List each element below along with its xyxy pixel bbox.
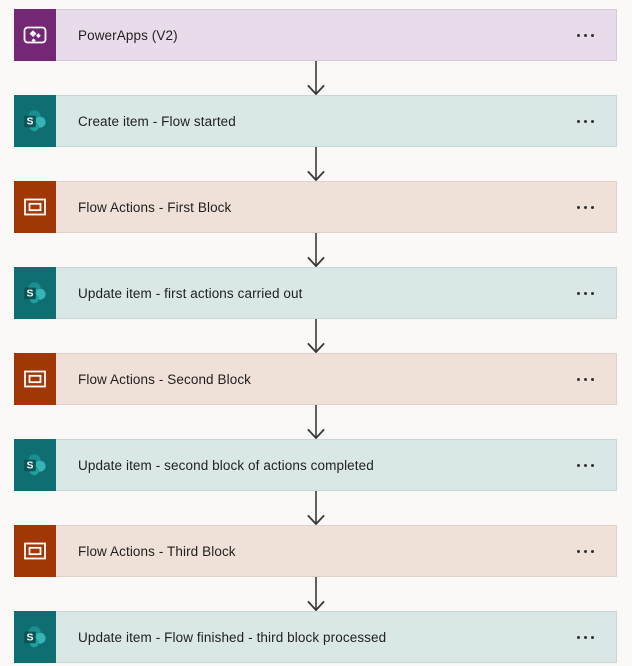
flow-node-menu-button[interactable]	[554, 354, 616, 404]
flow-node-flow-actions-first-block[interactable]: Flow Actions - First Block	[14, 181, 617, 233]
connector-arrow-1	[300, 61, 332, 99]
menu-dot	[576, 463, 580, 467]
flow-node-title: Update item - first actions carried out	[78, 285, 303, 301]
connector-arrow-3	[300, 233, 332, 271]
flow-node-menu-button[interactable]	[554, 440, 616, 490]
flow-node-flow-actions-second-block[interactable]: Flow Actions - Second Block	[14, 353, 617, 405]
connector-arrow-6	[300, 491, 332, 529]
menu-dot	[590, 119, 594, 123]
menu-dot	[576, 205, 580, 209]
menu-dot	[583, 549, 587, 553]
menu-dot	[590, 635, 594, 639]
flow-node-title: Update item - second block of actions co…	[78, 457, 374, 473]
menu-dot	[583, 377, 587, 381]
menu-dot	[576, 119, 580, 123]
menu-dot	[576, 291, 580, 295]
flow-node-title: Flow Actions - Second Block	[78, 371, 252, 387]
svg-text:S: S	[26, 459, 33, 471]
svg-text:S: S	[26, 115, 33, 127]
connector-arrow-2	[300, 147, 332, 185]
sharepoint-icon: S	[14, 267, 56, 319]
menu-dot	[590, 291, 594, 295]
flow-node-create-item-flow-started[interactable]: S Create item - Flow started	[14, 95, 617, 147]
scope-control-icon	[14, 525, 56, 577]
menu-dot	[590, 33, 594, 37]
powerapps-icon	[14, 9, 56, 61]
flow-node-update-item-first-actions[interactable]: S Update item - first actions carried ou…	[14, 267, 617, 319]
menu-dot	[590, 205, 594, 209]
connector-arrow-5	[300, 405, 332, 443]
connector-arrow-7	[300, 577, 332, 615]
flow-node-powerapps-v2[interactable]: PowerApps (V2)	[14, 9, 617, 61]
sharepoint-icon: S	[14, 439, 56, 491]
scope-control-icon	[14, 181, 56, 233]
flow-node-title: Flow Actions - First Block	[78, 199, 232, 215]
flow-node-update-item-flow-finished[interactable]: S Update item - Flow finished - third bl…	[14, 611, 617, 663]
menu-dot	[590, 463, 594, 467]
connector-arrow-4	[300, 319, 332, 357]
menu-dot	[583, 119, 587, 123]
flow-node-title: PowerApps (V2)	[78, 27, 178, 43]
flow-node-menu-button[interactable]	[554, 268, 616, 318]
flow-node-menu-button[interactable]	[554, 182, 616, 232]
svg-text:S: S	[26, 287, 33, 299]
flow-node-menu-button[interactable]	[554, 526, 616, 576]
menu-dot	[576, 549, 580, 553]
menu-dot	[583, 635, 587, 639]
flow-node-title: Create item - Flow started	[78, 113, 236, 129]
flow-node-title: Update item - Flow finished - third bloc…	[78, 629, 387, 645]
menu-dot	[583, 205, 587, 209]
flow-node-title: Flow Actions - Third Block	[78, 543, 236, 559]
menu-dot	[583, 33, 587, 37]
menu-dot	[576, 635, 580, 639]
menu-dot	[576, 33, 580, 37]
menu-dot	[590, 549, 594, 553]
flow-node-menu-button[interactable]	[554, 612, 616, 662]
flow-node-menu-button[interactable]	[554, 96, 616, 146]
sharepoint-icon: S	[14, 611, 56, 663]
menu-dot	[583, 291, 587, 295]
svg-text:S: S	[26, 631, 33, 643]
flow-node-flow-actions-third-block[interactable]: Flow Actions - Third Block	[14, 525, 617, 577]
menu-dot	[590, 377, 594, 381]
flow-node-menu-button[interactable]	[554, 10, 616, 60]
menu-dot	[583, 463, 587, 467]
scope-control-icon	[14, 353, 56, 405]
menu-dot	[576, 377, 580, 381]
sharepoint-icon: S	[14, 95, 56, 147]
flow-node-update-item-second-block[interactable]: S Update item - second block of actions …	[14, 439, 617, 491]
